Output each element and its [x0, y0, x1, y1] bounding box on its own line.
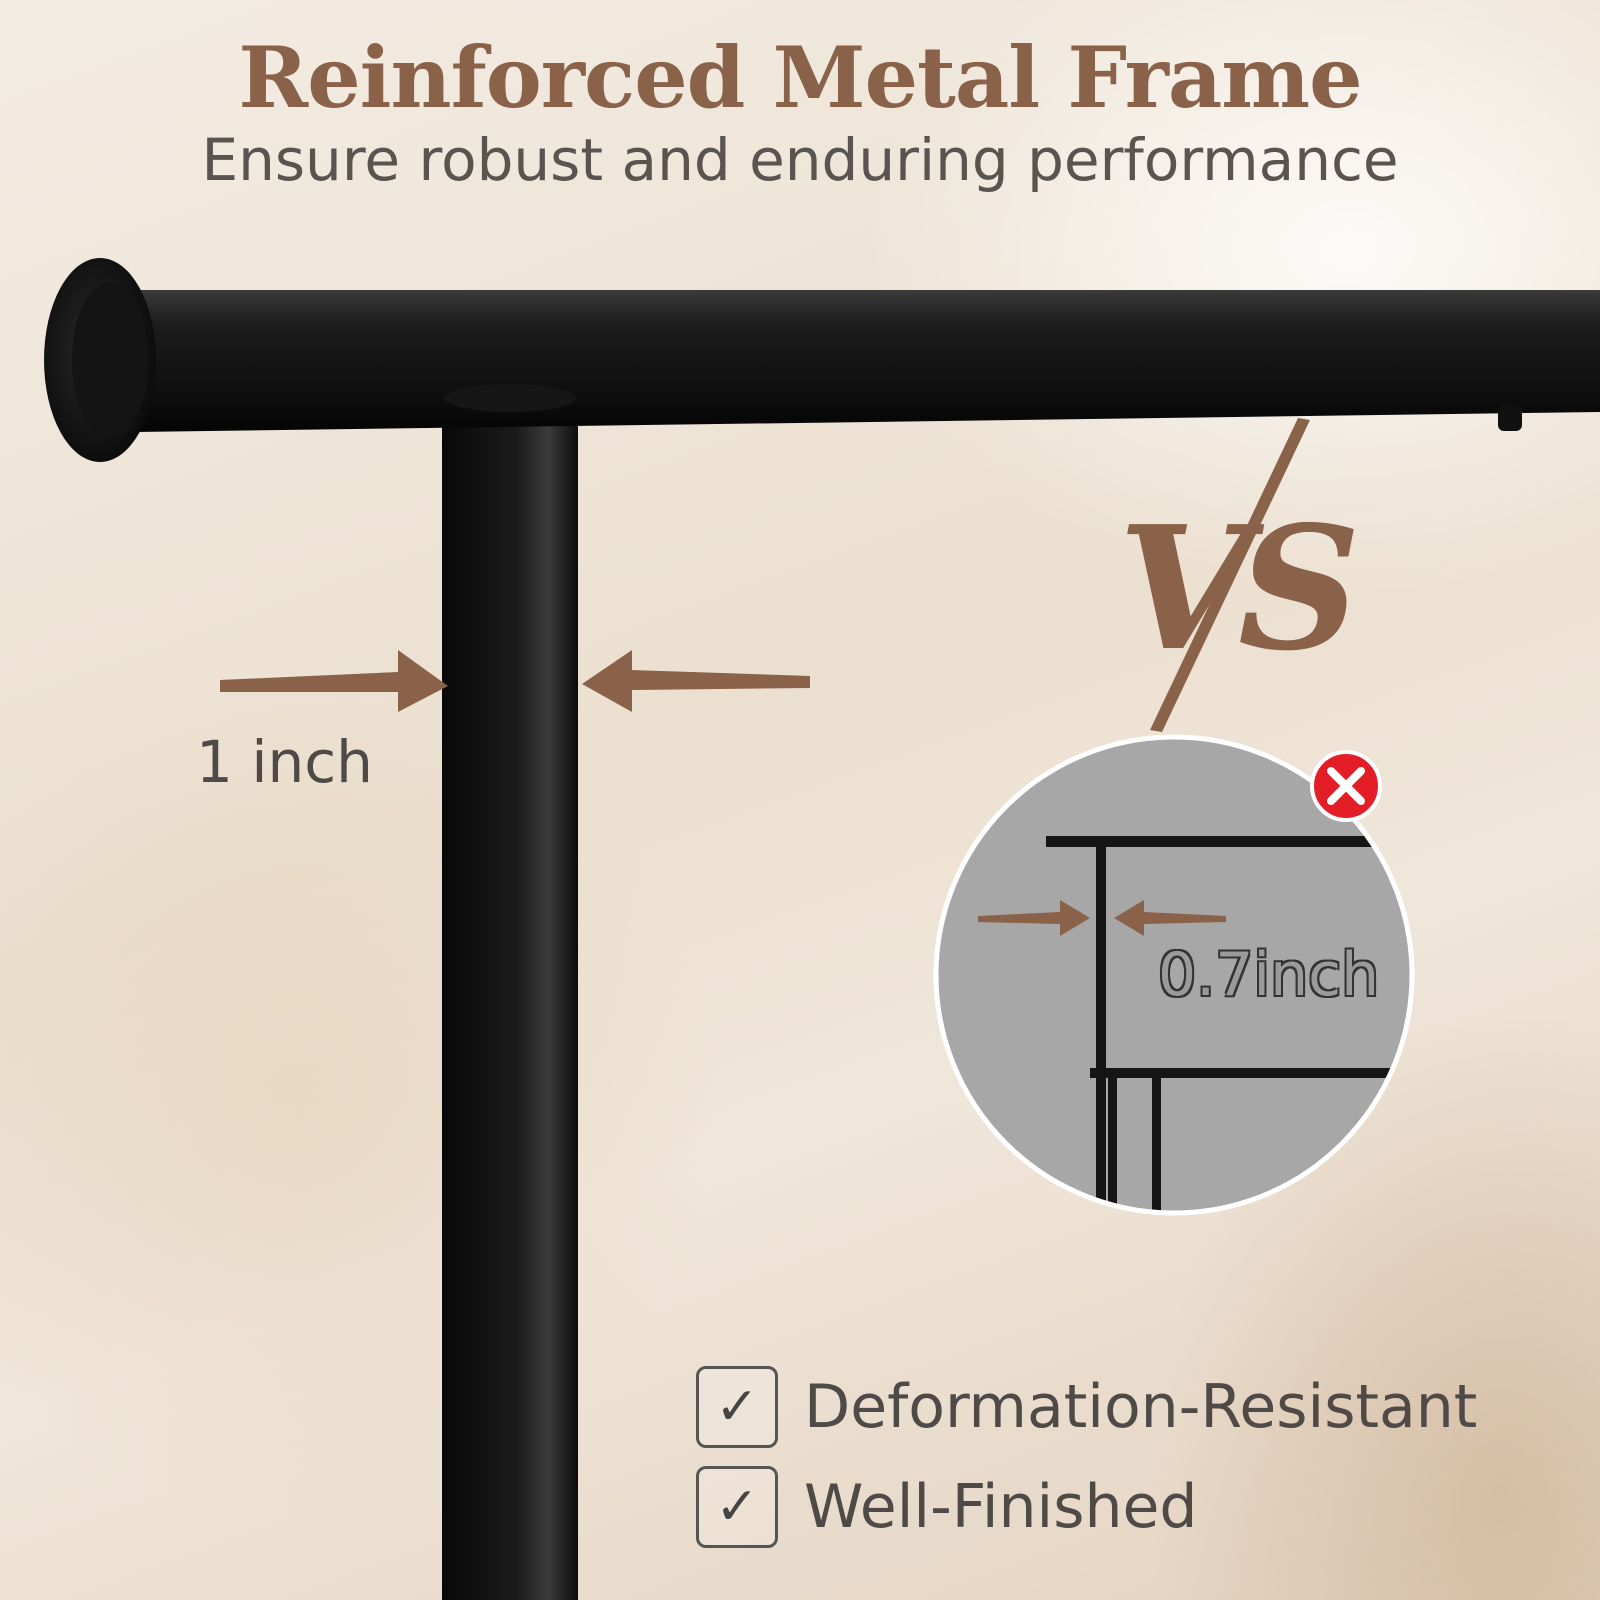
reject-icon	[1310, 750, 1382, 822]
checkmark-icon: ✓	[696, 1366, 778, 1448]
feature-item: ✓ Well-Finished	[696, 1462, 1477, 1552]
inset-measurement-label: 0.7inch	[1158, 940, 1380, 1010]
checkmark-icon: ✓	[696, 1466, 778, 1548]
feature-item: ✓ Deformation-Resistant	[696, 1362, 1477, 1452]
width-arrows-main	[220, 650, 810, 712]
page-subtitle: Ensure robust and enduring performance	[201, 126, 1399, 194]
vertical-rod	[442, 385, 578, 1600]
horizontal-rod	[135, 290, 1600, 432]
page-title: Reinforced Metal Frame	[238, 28, 1362, 127]
vs-graphic: VS	[1118, 418, 1366, 732]
main-measurement-label: 1 inch	[196, 728, 373, 796]
feature-label: Well-Finished	[804, 1472, 1198, 1542]
feature-label: Deformation-Resistant	[804, 1372, 1478, 1442]
svg-text:VS: VS	[1118, 489, 1354, 689]
feature-list: ✓ Deformation-Resistant ✓ Well-Finished	[696, 1362, 1477, 1562]
